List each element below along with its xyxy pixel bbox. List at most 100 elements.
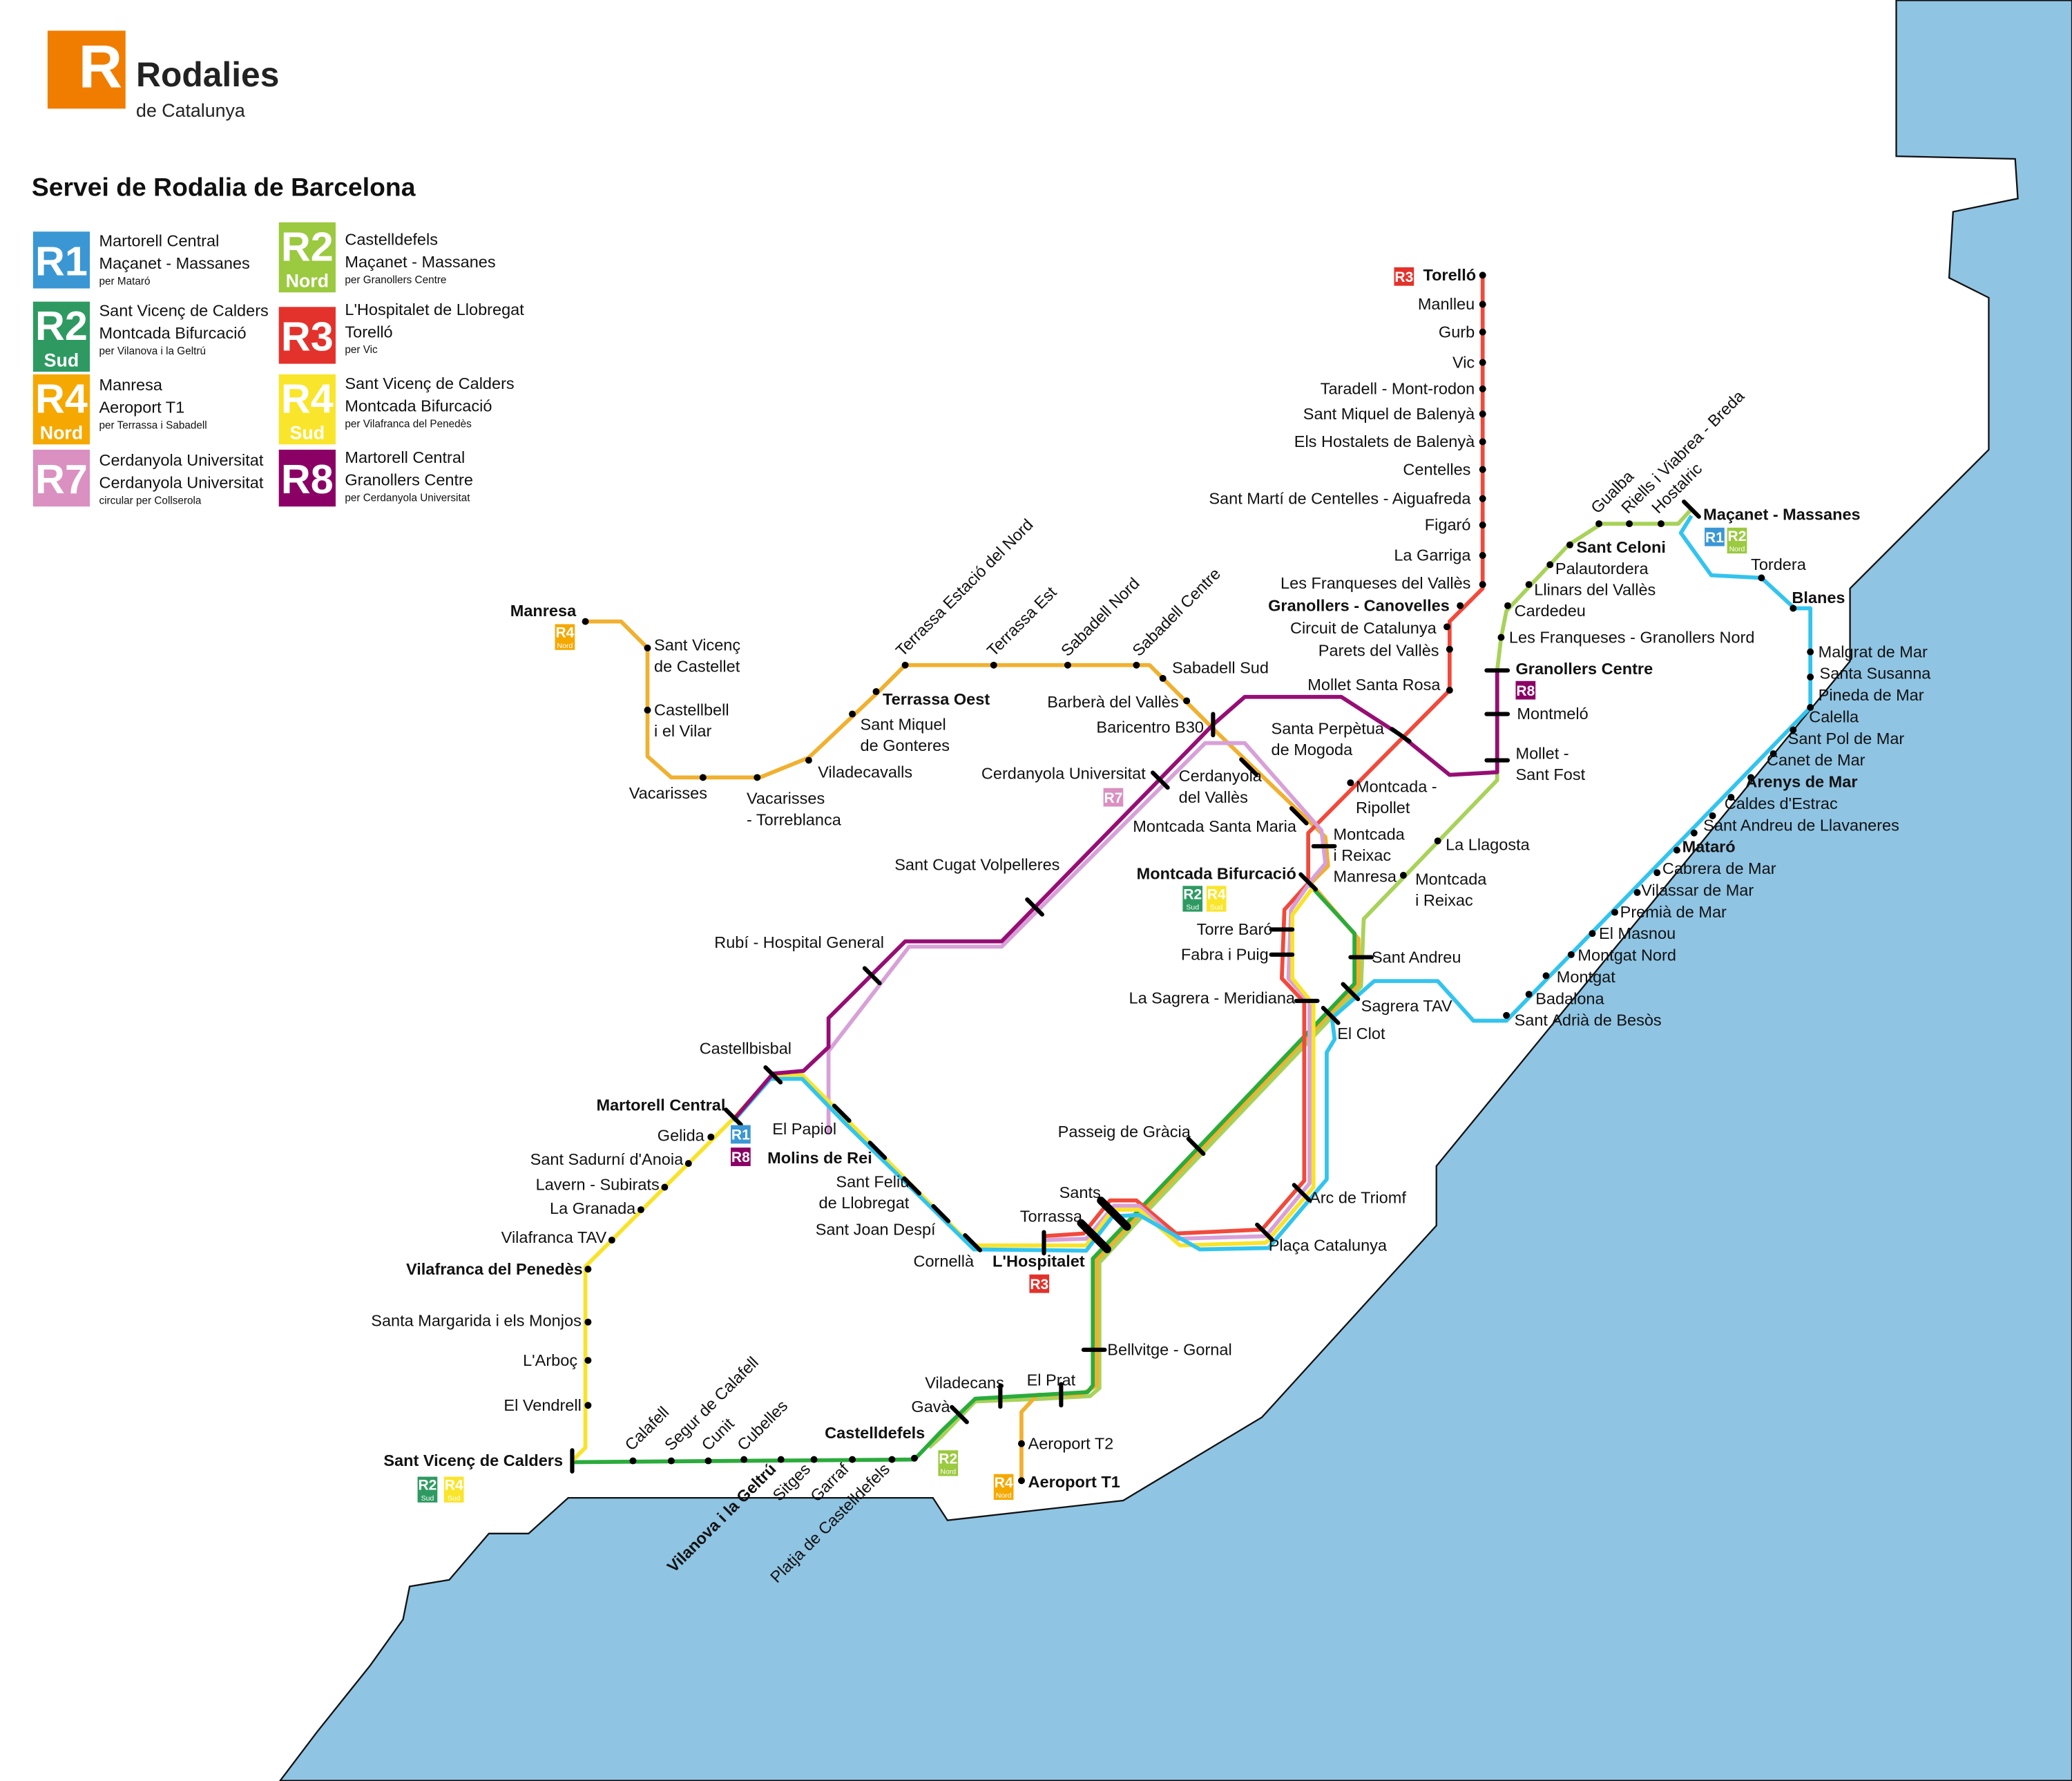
station-label[interactable]: Montcada Bifurcació <box>1137 865 1296 883</box>
station-label[interactable]: Granollers Centre <box>1516 660 1653 678</box>
station-dot[interactable] <box>1133 661 1140 669</box>
station-dot[interactable] <box>629 1457 637 1465</box>
station-label[interactable]: Blanes <box>1792 589 1845 607</box>
station-dot[interactable] <box>1479 359 1486 366</box>
station-label[interactable]: Cerdanyola Universitat <box>981 764 1146 782</box>
station-label[interactable]: Arc de Triomf <box>1310 1188 1406 1206</box>
station-dot[interactable] <box>872 688 880 696</box>
station-dot[interactable] <box>1443 623 1450 631</box>
station-label[interactable]: Manlleu <box>1418 295 1475 313</box>
station-label[interactable]: Mollet -Sant Fost <box>1516 745 1586 784</box>
station-dot[interactable] <box>888 1456 896 1463</box>
station-tick[interactable] <box>1321 1005 1341 1025</box>
station-dot[interactable] <box>1479 328 1486 336</box>
station-label[interactable]: Fabra i Puig <box>1181 945 1269 963</box>
station-label[interactable]: Santa Susanna <box>1820 665 1932 683</box>
station-dot[interactable] <box>1479 301 1486 308</box>
station-tick[interactable] <box>931 1203 951 1223</box>
station-label[interactable]: Plaça Catalunya <box>1269 1236 1388 1254</box>
station-label[interactable]: Vacarisses- Torreblanca <box>747 790 842 829</box>
station-dot[interactable] <box>707 1133 715 1141</box>
station-tick[interactable] <box>1077 1219 1111 1253</box>
station-dot[interactable] <box>911 1454 918 1462</box>
station-label[interactable]: Vilafranca TAV <box>501 1228 607 1246</box>
station-dot[interactable] <box>1399 872 1407 879</box>
station-label[interactable]: Terrassa Oest <box>883 690 990 708</box>
station-label[interactable]: Castelldefels <box>825 1424 925 1442</box>
station-label[interactable]: El Vendrell <box>503 1396 581 1414</box>
station-label[interactable]: Mollet Santa Rosa <box>1307 676 1441 694</box>
station-tick[interactable] <box>902 1176 922 1196</box>
station-dot[interactable] <box>1673 846 1680 854</box>
station-tick[interactable] <box>1289 806 1309 826</box>
station-label[interactable]: Sant Martí de Centelles - Aiguafreda <box>1209 489 1471 507</box>
station-dot[interactable] <box>1525 581 1533 589</box>
station-label[interactable]: La Llagosta <box>1446 836 1531 854</box>
station-dot[interactable] <box>1479 385 1486 392</box>
station-tick[interactable] <box>963 1233 983 1253</box>
station-label[interactable]: Rubí - Hospital General <box>714 933 884 951</box>
station-label[interactable]: Cornellà <box>913 1252 974 1270</box>
station-tick[interactable] <box>1255 1222 1274 1242</box>
station-dot[interactable] <box>1525 991 1533 998</box>
station-label[interactable]: Aeroport T1 <box>1028 1473 1120 1491</box>
station-dot[interactable] <box>1807 648 1814 656</box>
station-label[interactable]: El Clot <box>1337 1025 1385 1042</box>
station-label[interactable]: Barberà del Vallès <box>1047 693 1178 711</box>
station-dot[interactable] <box>1017 1440 1025 1447</box>
station-dot[interactable] <box>1183 697 1191 705</box>
station-label[interactable]: El Prat <box>1027 1371 1076 1389</box>
station-label[interactable]: Cubelles <box>733 1397 791 1454</box>
station-dot[interactable] <box>1769 750 1777 757</box>
station-dot[interactable] <box>1807 674 1814 680</box>
station-label[interactable]: Sant Andreu <box>1372 948 1461 966</box>
station-dot[interactable] <box>1653 869 1661 877</box>
station-label[interactable]: Malgrat de Mar <box>1819 642 1928 660</box>
station-dot[interactable] <box>1566 541 1573 549</box>
station-label[interactable]: Figaró <box>1425 516 1471 534</box>
station-dot[interactable] <box>1479 272 1486 279</box>
station-label[interactable]: Palautordera <box>1555 560 1649 578</box>
station-label[interactable]: L'Arboç <box>523 1351 577 1369</box>
station-label[interactable]: Vic <box>1452 353 1475 371</box>
station-dot[interactable] <box>637 1206 644 1214</box>
station-dot[interactable] <box>1595 520 1603 528</box>
station-label[interactable]: La Garriga <box>1394 546 1471 564</box>
station-label[interactable]: Llinars del Vallès <box>1534 580 1656 598</box>
station-label[interactable]: Sant Adrià de Besòs <box>1515 1011 1662 1029</box>
station-label[interactable]: Baricentro B30 <box>1096 718 1204 736</box>
station-label[interactable]: El Masnou <box>1599 924 1676 942</box>
station-label[interactable]: Calella <box>1809 707 1859 725</box>
station-dot[interactable] <box>1479 581 1486 589</box>
station-dot[interactable] <box>1479 466 1486 473</box>
station-tick[interactable] <box>832 1103 852 1123</box>
station-tick[interactable] <box>1025 897 1044 917</box>
station-dot[interactable] <box>754 774 761 781</box>
station-dot[interactable] <box>1446 687 1453 694</box>
station-label[interactable]: Pineda de Mar <box>1819 686 1924 704</box>
station-label[interactable]: Tordera <box>1751 555 1807 573</box>
station-label[interactable]: Castellbisbal <box>700 1039 792 1057</box>
station-label[interactable]: Els Hostalets de Balenyà <box>1294 432 1475 450</box>
station-dot[interactable] <box>777 1456 785 1463</box>
station-label[interactable]: Calafell <box>622 1403 673 1454</box>
station-label[interactable]: Bellvitge - Gornal <box>1107 1341 1231 1359</box>
station-tick[interactable] <box>1239 757 1258 777</box>
station-label[interactable]: Santa Margarida i els Monjos <box>371 1311 582 1329</box>
station-tick[interactable] <box>1682 499 1701 519</box>
station-dot[interactable] <box>810 1456 818 1463</box>
station-label[interactable]: Montmeló <box>1517 705 1588 723</box>
station-tick[interactable] <box>723 1107 743 1127</box>
station-label[interactable]: El Papiol <box>772 1120 836 1138</box>
station-label[interactable]: Centelles <box>1403 460 1470 478</box>
station-dot[interactable] <box>740 1456 748 1463</box>
station-dot[interactable] <box>1790 604 1797 612</box>
station-dot[interactable] <box>1017 1477 1025 1485</box>
station-dot[interactable] <box>584 1266 592 1273</box>
station-dot[interactable] <box>1658 520 1665 528</box>
